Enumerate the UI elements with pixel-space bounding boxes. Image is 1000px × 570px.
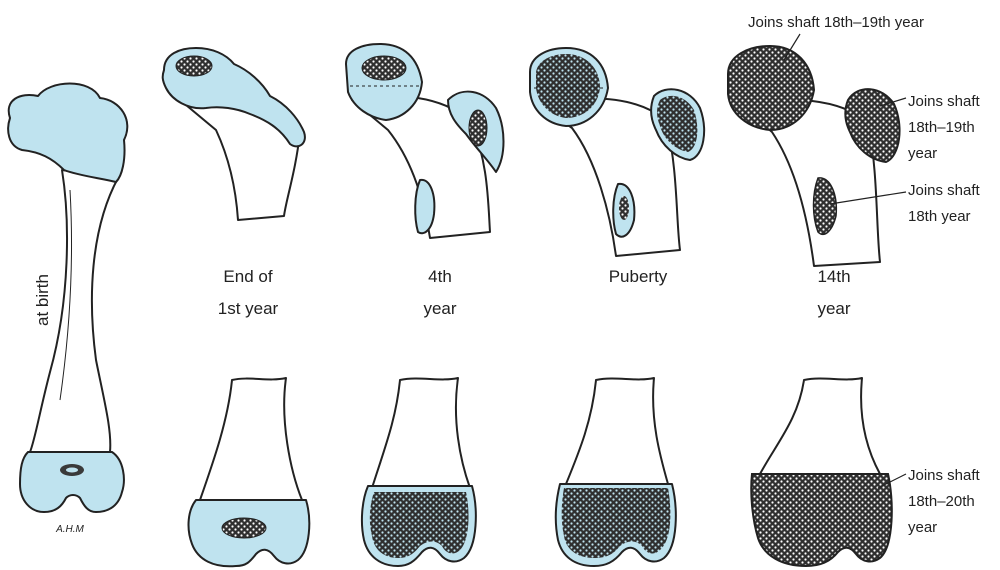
femur-proximal-year4 [346,44,504,238]
annotation-distal: Joins shaft 18th–20th year [878,467,981,536]
label-puberty-line1: Puberty [609,267,668,286]
annotation-lt-line1: Joins shaft [908,182,981,199]
label-year14: 14th year [817,267,850,318]
label-year1: End of 1st year [218,267,279,318]
annotation-distal-line1: Joins shaft [908,467,981,484]
label-year14-line2: year [817,299,850,318]
annotation-gt-line1: Joins shaft [908,93,981,110]
femur-distal-year14 [751,378,892,566]
annotation-gt-line3: year [908,145,937,162]
label-puberty: Puberty [609,267,668,286]
femur-distal-year1 [189,378,310,566]
femur-proximal-year14 [728,46,900,266]
femur-distal-puberty [556,378,676,566]
annotation-distal-line3: year [908,519,937,536]
annotation-gt-line2: 18th–19th [908,119,975,136]
label-year1-line2: 1st year [218,299,279,318]
label-year4: 4th year [423,267,456,318]
femur-proximal-puberty [530,48,704,256]
label-at-birth: at birth [33,274,52,326]
label-year4-line2: year [423,299,456,318]
label-year4-line1: 4th [428,267,452,286]
annotation-head-text: Joins shaft 18th–19th year [748,14,924,31]
femur-at-birth [8,84,127,513]
annotation-distal-line2: 18th–20th [908,493,975,510]
annotation-lt-line2: 18th year [908,208,971,225]
femur-distal-year4 [362,378,476,566]
label-year14-line1: 14th [817,267,850,286]
label-year1-line1: End of [223,267,272,286]
femur-proximal-year1 [163,48,305,220]
artist-signature: A.H.M [55,524,84,535]
